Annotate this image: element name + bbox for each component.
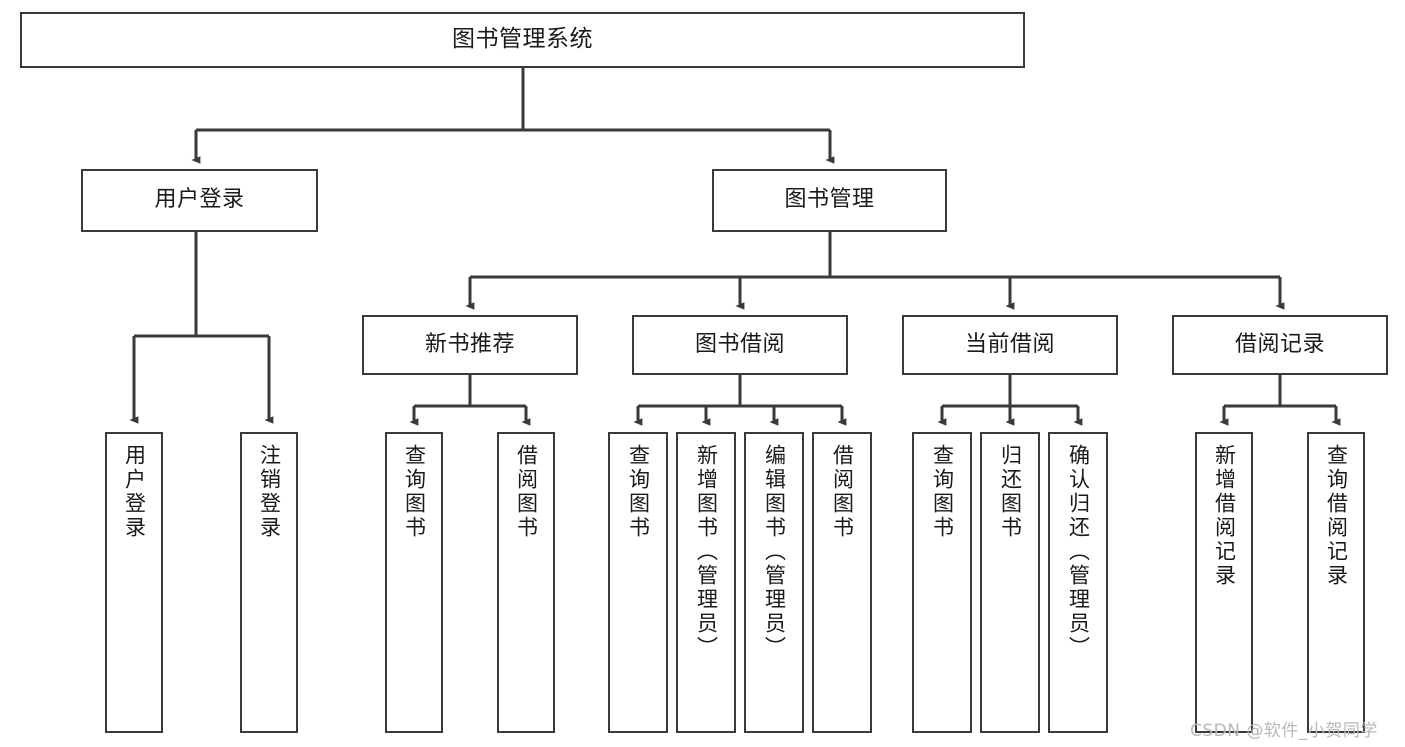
node-label: 图书管理系统: [452, 26, 593, 53]
leaf-book-borrow-add-book-admin[interactable]: 新增图书（管理员）: [676, 432, 736, 733]
node-label: 新增借阅记录: [1212, 444, 1237, 588]
node-label: 借阅记录: [1234, 331, 1325, 357]
leaf-book-borrow-query-book[interactable]: 查询图书: [608, 432, 668, 733]
node-label: 查询图书: [930, 444, 955, 540]
leaf-user-login-login[interactable]: 用户登录: [105, 432, 163, 733]
node-label: 新书推荐: [424, 331, 515, 357]
node-label: 用户登录: [154, 187, 245, 213]
leaf-current-borrow-query-book[interactable]: 查询图书: [912, 432, 972, 733]
leaf-current-borrow-return-book[interactable]: 归还图书: [980, 432, 1040, 733]
node-label: 查询借阅记录: [1324, 444, 1349, 588]
node-label: 编辑图书（管理员）: [762, 444, 787, 660]
node-label: 查询图书: [626, 444, 651, 540]
leaf-book-borrow-edit-book-admin[interactable]: 编辑图书（管理员）: [744, 432, 804, 733]
leaf-new-book-query-book[interactable]: 查询图书: [385, 432, 443, 733]
node-borrow-record[interactable]: 借阅记录: [1172, 315, 1388, 375]
leaf-user-login-logout[interactable]: 注销登录: [240, 432, 298, 733]
csdn-watermark: CSDN @软件_小贺同学: [1190, 721, 1378, 741]
node-book-borrow[interactable]: 图书借阅: [632, 315, 848, 375]
node-root-book-management-system[interactable]: 图书管理系统: [20, 12, 1025, 68]
node-label: 借阅图书: [514, 444, 539, 540]
leaf-borrow-record-add-record[interactable]: 新增借阅记录: [1195, 432, 1253, 733]
leaf-new-book-borrow-book[interactable]: 借阅图书: [497, 432, 555, 733]
leaf-current-borrow-confirm-return-admin[interactable]: 确认归还（管理员）: [1048, 432, 1108, 733]
leaf-borrow-record-query-record[interactable]: 查询借阅记录: [1307, 432, 1365, 733]
node-label: 查询图书: [402, 444, 427, 540]
node-label: 图书借阅: [694, 331, 785, 357]
node-user-login[interactable]: 用户登录: [81, 169, 318, 232]
node-label: 注销登录: [257, 444, 282, 540]
node-label: 图书管理: [784, 187, 875, 213]
node-label: 确认归还（管理员）: [1066, 444, 1091, 660]
leaf-book-borrow-borrow-book[interactable]: 借阅图书: [812, 432, 872, 733]
node-label: 归还图书: [998, 444, 1023, 540]
node-new-book-recommend[interactable]: 新书推荐: [362, 315, 578, 375]
node-current-borrow[interactable]: 当前借阅: [902, 315, 1118, 375]
node-book-management[interactable]: 图书管理: [712, 169, 947, 232]
node-label: 当前借阅: [964, 331, 1055, 357]
node-label: 新增图书（管理员）: [694, 444, 719, 660]
node-label: 用户登录: [122, 444, 147, 540]
node-label: 借阅图书: [830, 444, 855, 540]
